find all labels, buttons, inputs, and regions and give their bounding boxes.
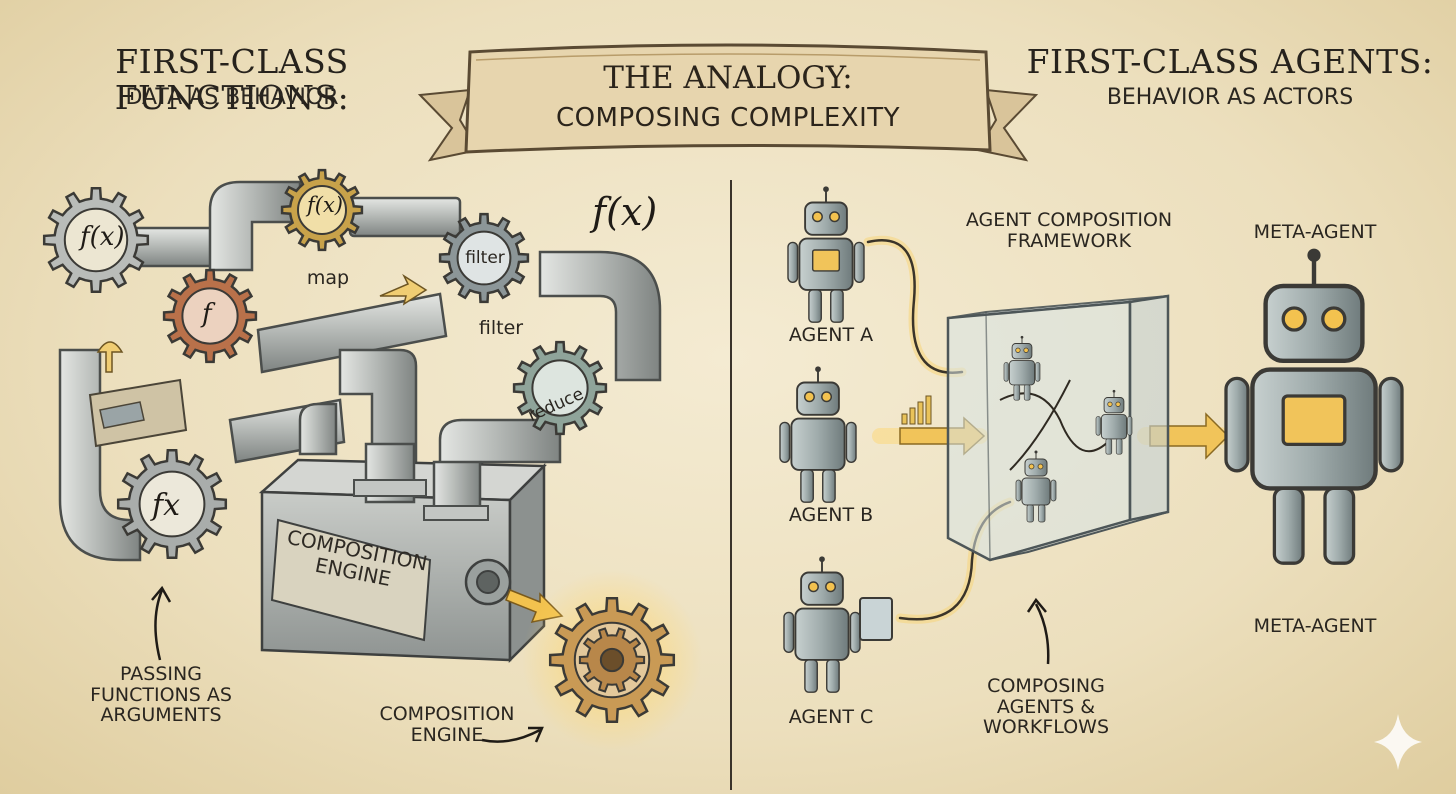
gear-label-f: f — [202, 299, 212, 329]
meta-agent-top-label: META-AGENT — [1250, 222, 1380, 243]
framework-label: AGENT COMPOSITION FRAMEWORK — [944, 210, 1194, 251]
map-label: map — [298, 268, 358, 289]
banner-title-line2: COMPOSING COMPLEXITY — [470, 104, 986, 132]
tablet-icon — [860, 598, 892, 640]
meta-agent-robot-icon — [1226, 249, 1402, 564]
box-icon — [90, 342, 186, 446]
agent-a-label: AGENT A — [776, 325, 886, 346]
agent-c-robot-icon — [784, 556, 860, 692]
gear-label-filter: filter — [450, 249, 520, 267]
glass-cube-icon — [948, 296, 1168, 560]
right-subheading: BEHAVIOR AS ACTORS — [1024, 86, 1436, 110]
caption-arrow-icon — [1036, 604, 1048, 664]
caption-arrow-icon — [155, 590, 162, 660]
formula-label: f(x) — [592, 190, 657, 234]
agent-b-robot-icon — [780, 366, 856, 502]
filter-label: filter — [466, 318, 536, 339]
agent-c-label: AGENT C — [776, 707, 886, 728]
bar-chart-icon — [902, 396, 931, 424]
banner-title-line1: THE ANALOGY: — [470, 62, 986, 95]
caption-passing-functions: PASSING FUNCTIONS AS ARGUMENTS — [86, 664, 236, 726]
gear-label-fx-map: f(x) — [307, 193, 343, 217]
gear-label-fx-left: f(x) — [80, 222, 125, 252]
gear-label-fx: fx — [152, 488, 180, 523]
agent-b-label: AGENT B — [776, 505, 886, 526]
caption-composition-engine: COMPOSITION ENGINE — [372, 704, 522, 745]
left-subheading: DATA AS BEHAVIOR — [22, 86, 442, 110]
agent-a-robot-icon — [788, 186, 864, 322]
right-heading: FIRST-CLASS AGENTS: — [1024, 44, 1436, 80]
meta-agent-bottom-label: META-AGENT — [1250, 616, 1380, 637]
sparkle-icon — [1374, 714, 1422, 770]
caption-composing-agents: COMPOSING AGENTS & WORKFLOWS — [966, 676, 1126, 738]
